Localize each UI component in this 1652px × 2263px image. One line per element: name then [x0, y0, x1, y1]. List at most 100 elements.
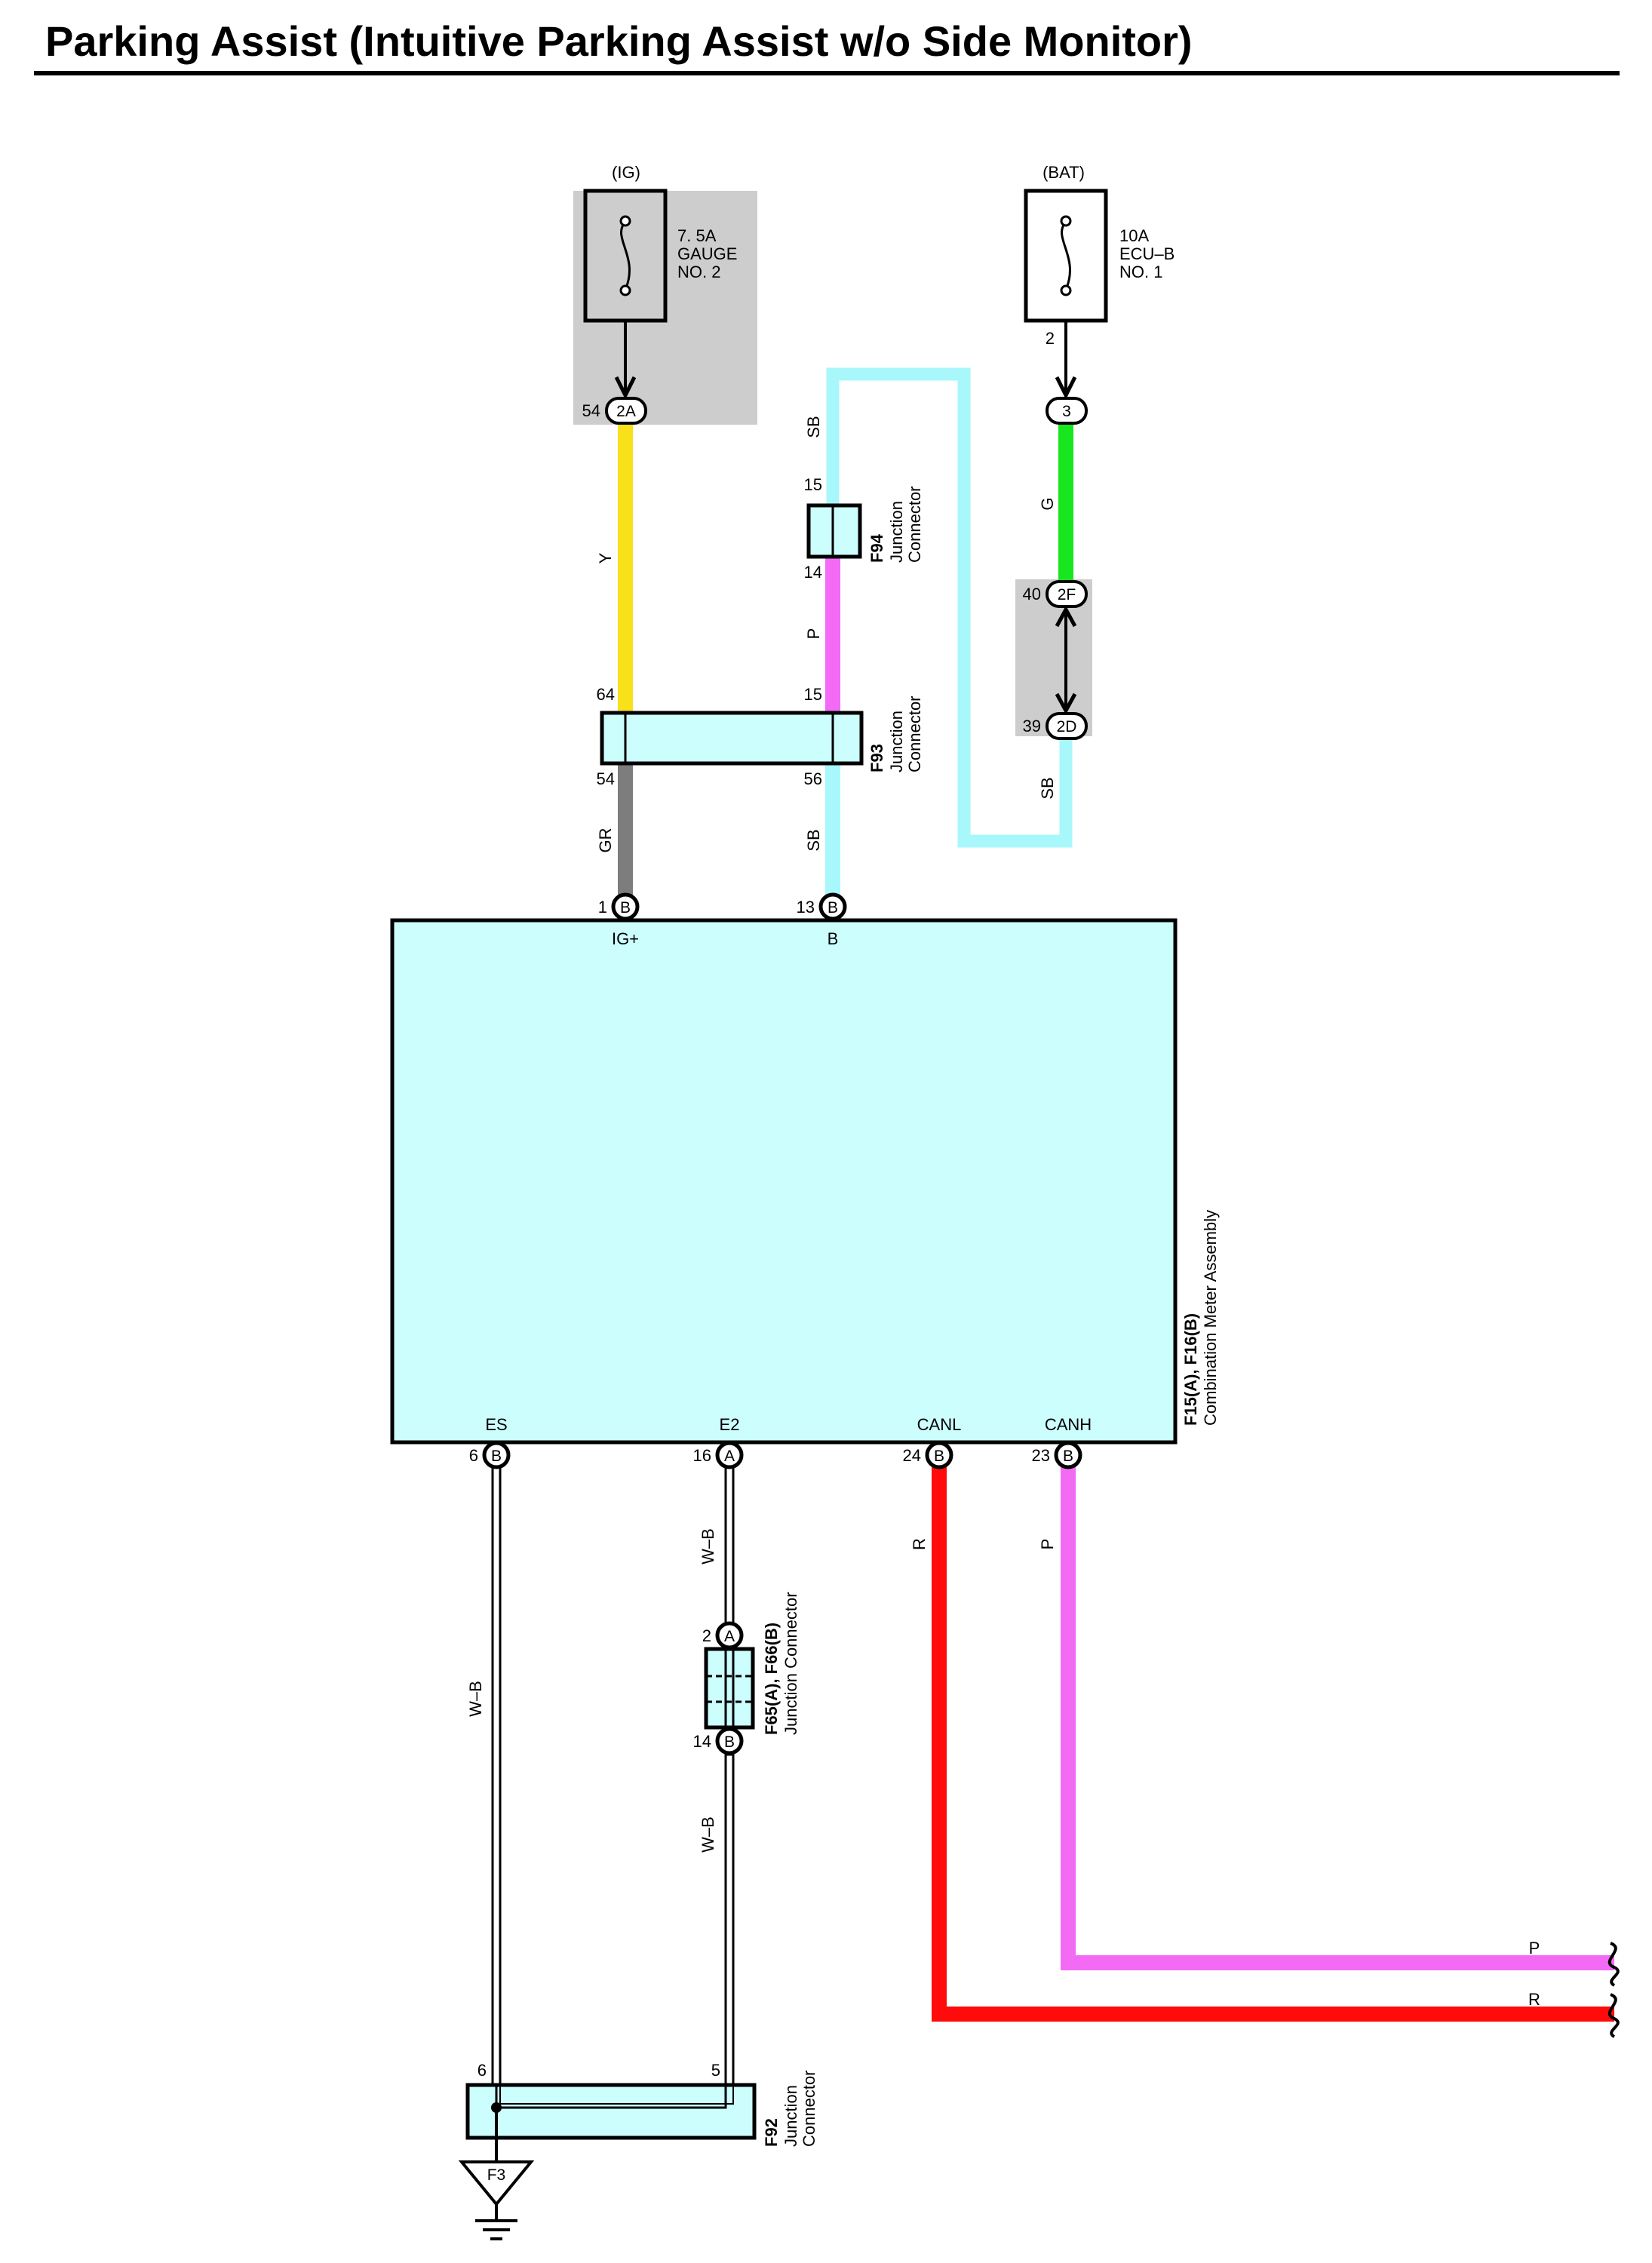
meter-bottom-pin-6-conn: B [491, 1448, 502, 1465]
f92-desc2: Connector [800, 2070, 818, 2147]
meter-pin-es-label: ES [485, 1415, 507, 1434]
f65-bottom-pin [715, 1727, 744, 1755]
label-p-end: P [1529, 1939, 1540, 1957]
label-r: R [910, 1538, 929, 1550]
combination-meter-assembly: B 1 IG+ B 13 B ES B 6 E2 A 16 CANL B 24 … [390, 892, 1220, 1469]
f92-bus [495, 2085, 727, 2109]
meter-id: F15(A), F16(B) [1181, 1313, 1200, 1426]
meter-bottom-pin-24 [925, 1441, 953, 1469]
f93-pin-top-right: 15 [804, 685, 822, 704]
connector-2a-label: 2A [616, 403, 636, 420]
meter-body [390, 918, 1178, 1445]
connector-2d: 2D 39 [1023, 712, 1088, 740]
f94-junction-connector: 15 14 F94 Junction Connector [804, 475, 924, 582]
inline-arrow-down-icon [1055, 692, 1077, 715]
meter-top-pin-1-conn: B [620, 899, 631, 917]
meter-top-pin-1 [611, 892, 640, 921]
f65-top-pin-num: 2 [702, 1626, 711, 1645]
meter-name: Combination Meter Assembly [1201, 1210, 1220, 1426]
connector-2d-pin: 39 [1023, 717, 1041, 735]
connector-2d-label: 2D [1057, 718, 1077, 735]
connector-2f-label: 2F [1058, 586, 1076, 603]
connector-2a: 2A 54 [582, 397, 647, 425]
wire-wb-left [491, 1463, 502, 2106]
ground-triangle-icon [458, 2160, 535, 2207]
title-rule [34, 71, 1620, 75]
meter-top-pin-13 [818, 892, 847, 921]
meter-bottom-pin-23-conn: B [1063, 1448, 1073, 1465]
label-wb-mid-bottom: W–B [699, 1816, 717, 1853]
ground-point: F3 [458, 2160, 535, 2240]
meter-top-pin-13-conn: B [828, 899, 838, 917]
bat-lead-arrow-icon [1055, 376, 1077, 400]
ig-fuse-terminal-top [619, 215, 631, 227]
f93-pin-bottom-left: 54 [597, 769, 615, 788]
f92-id: F92 [762, 2118, 781, 2147]
label-sb-right: SB [1038, 777, 1057, 799]
meter-bottom-pin-6-num: 6 [469, 1446, 478, 1465]
inline-arrow-up-icon [1055, 605, 1077, 628]
ground-label: F3 [487, 2166, 506, 2184]
f93-desc2: Connector [905, 695, 924, 772]
ig-fuse-number: NO. 2 [677, 263, 720, 281]
f92-body [465, 2083, 757, 2140]
wire-break-r-icon [1607, 1993, 1620, 2038]
f94-pin-bottom: 14 [804, 563, 822, 582]
f94-desc2: Connector [905, 486, 924, 563]
f65-bottom-pin-num: 14 [693, 1732, 711, 1751]
meter-pin-e2-label: E2 [720, 1415, 740, 1434]
meter-bottom-pin-16-num: 16 [693, 1446, 711, 1465]
label-p-mid: P [804, 628, 823, 640]
f65-top-pin-conn: A [724, 1628, 735, 1645]
f65-bottom-pin-conn: B [724, 1733, 735, 1751]
wire-break-p-icon [1607, 1942, 1620, 1987]
meter-top-pin-13-num: 13 [797, 898, 815, 917]
connector-3-label: 3 [1062, 403, 1071, 420]
f92-bus-inner [499, 2085, 734, 2105]
meter-top-pin-13-label: B [828, 929, 839, 948]
f94-desc1: Junction [887, 501, 906, 563]
wire-p-lower [1061, 1466, 1614, 1970]
wire-wb-mid-bottom [724, 1753, 735, 2106]
label-wb-left: W–B [466, 1681, 485, 1717]
f65-id: F65(A), F66(B) [762, 1623, 781, 1735]
meter-top-pin-1-label: IG+ [612, 929, 639, 948]
connector-2a-pin: 54 [582, 401, 600, 420]
f92-junction-connector: 6 5 F92 Junction Connector [465, 2061, 818, 2162]
f92-desc1: Junction [781, 2085, 800, 2147]
label-gr: GR [596, 828, 615, 853]
connector-2f-pin: 40 [1023, 585, 1041, 603]
f93-junction-connector: 64 15 54 56 F93 Junction Connector [597, 685, 924, 788]
f93-pin-top-left: 64 [597, 685, 615, 704]
bat-fuse: (BAT) 10A ECU–B NO. 1 2 [1024, 163, 1175, 348]
wire-wb-mid-top [724, 1463, 735, 1625]
f93-id: F93 [867, 744, 886, 772]
connector-3: 3 [1046, 397, 1088, 425]
bat-source-label: (BAT) [1042, 163, 1085, 182]
f92-pin-left: 6 [477, 2061, 487, 2080]
bat-fuse-name: ECU–B [1119, 244, 1175, 263]
meter-bottom-pin-6 [482, 1441, 511, 1469]
bat-fuse-element-icon [1061, 220, 1071, 290]
f93-pin-bottom-right: 56 [804, 769, 822, 788]
meter-bottom-pin-24-num: 24 [903, 1446, 921, 1465]
meter-bottom-pin-23 [1054, 1441, 1082, 1469]
f65-desc: Junction Connector [781, 1592, 800, 1735]
f93-desc1: Junction [887, 711, 906, 772]
wire-color-labels: Y SB P G SB GR SB W–B W–B W–B R P P R [466, 416, 1540, 2009]
label-sb-top: SB [804, 416, 823, 438]
f65-f66-junction-connector: A 2 B 14 F65(A), F66(B) Junction Connect… [693, 1592, 800, 1755]
bat-fuse-terminal-bottom [1060, 284, 1072, 296]
meter-pin-canl-label: CANL [917, 1415, 962, 1434]
page-title: Parking Assist (Intuitive Parking Assist… [45, 17, 1193, 65]
ig-fuse-element-icon [620, 220, 631, 290]
f65-body [704, 1647, 755, 1730]
meter-bottom-pin-16 [715, 1441, 744, 1469]
meter-pin-canh-label: CANH [1045, 1415, 1092, 1434]
ig-lead-arrow-icon [614, 376, 637, 400]
ig-fuse-rating: 7. 5A [677, 226, 717, 245]
label-sb-left: SB [804, 829, 823, 851]
wires [618, 367, 1614, 2022]
connector-2f: 2F 40 [1023, 580, 1088, 608]
